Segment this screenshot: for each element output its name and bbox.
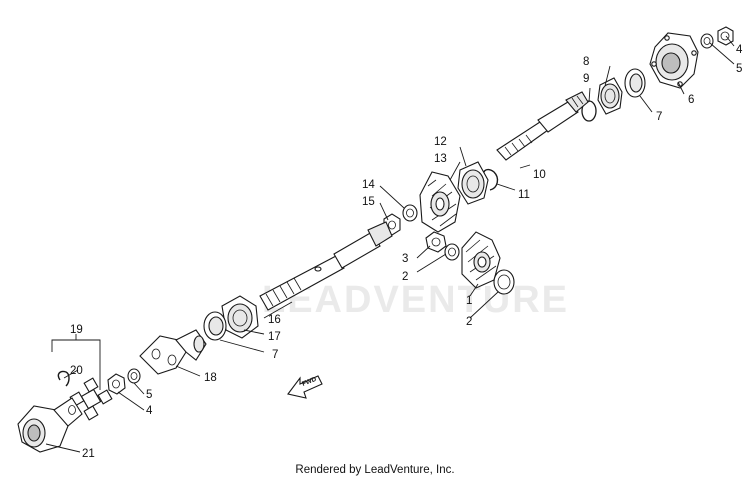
part-housing-6 xyxy=(649,32,699,89)
callout-8: 8 xyxy=(583,56,589,68)
callout-11: 11 xyxy=(518,189,530,201)
part-shaft-10 xyxy=(496,91,589,161)
part-bearing-12 xyxy=(457,161,489,205)
callout-16: 16 xyxy=(268,314,281,326)
callout-5-lower: 5 xyxy=(146,389,152,401)
callout-17: 17 xyxy=(268,331,281,343)
part-cross-spider xyxy=(69,377,113,421)
callout-20: 20 xyxy=(70,365,83,377)
part-nut-3 xyxy=(425,231,447,253)
callout-7-lower: 7 xyxy=(272,349,278,361)
part-washer-14 xyxy=(402,204,418,222)
callout-19: 19 xyxy=(70,324,83,336)
callout-7-upper: 7 xyxy=(656,111,662,123)
callout-6: 6 xyxy=(688,94,694,106)
callout-5-upper: 5 xyxy=(736,63,742,75)
callout-9: 9 xyxy=(583,73,589,85)
part-seal-7-upper xyxy=(624,68,646,98)
callout-3: 3 xyxy=(402,253,408,265)
part-washer-5-lower xyxy=(127,368,141,384)
callout-2-lower: 2 xyxy=(466,316,472,328)
callout-13: 13 xyxy=(434,153,447,165)
part-nut-4-lower xyxy=(107,373,126,395)
callout-14: 14 xyxy=(362,179,375,191)
callout-labels: 4 5 8 9 6 7 12 13 10 11 14 15 3 2 1 2 16… xyxy=(70,44,743,460)
callout-2-upper: 2 xyxy=(402,271,408,283)
part-clip-20 xyxy=(57,370,70,387)
part-yoke-21 xyxy=(17,397,83,453)
part-bearing-8 xyxy=(597,77,623,115)
callout-10: 10 xyxy=(533,169,546,181)
part-washer-5-upper xyxy=(700,33,714,49)
part-washer-2-upper xyxy=(444,243,460,261)
callout-21: 21 xyxy=(82,448,95,460)
part-pinion-gear-1 xyxy=(461,231,501,289)
leader-lines xyxy=(45,35,735,453)
part-seal-7-lower xyxy=(203,311,227,341)
callout-4-upper: 4 xyxy=(736,44,743,56)
watermark-text: LEADVENTURE xyxy=(262,279,569,321)
callout-1: 1 xyxy=(466,295,472,307)
part-shaft-16 xyxy=(259,221,393,311)
callout-4-lower: 4 xyxy=(146,405,153,417)
callout-15: 15 xyxy=(362,196,375,208)
fwd-arrow-icon: FWD xyxy=(287,375,323,399)
callout-18: 18 xyxy=(204,372,217,384)
callout-12: 12 xyxy=(434,136,447,148)
part-washer-2-lower xyxy=(493,269,515,295)
part-bearing-17 xyxy=(221,295,259,339)
part-yoke-18 xyxy=(139,329,207,375)
part-ring-gear-13 xyxy=(419,171,461,233)
render-credit: Rendered by LeadVenture, Inc. xyxy=(295,464,455,476)
